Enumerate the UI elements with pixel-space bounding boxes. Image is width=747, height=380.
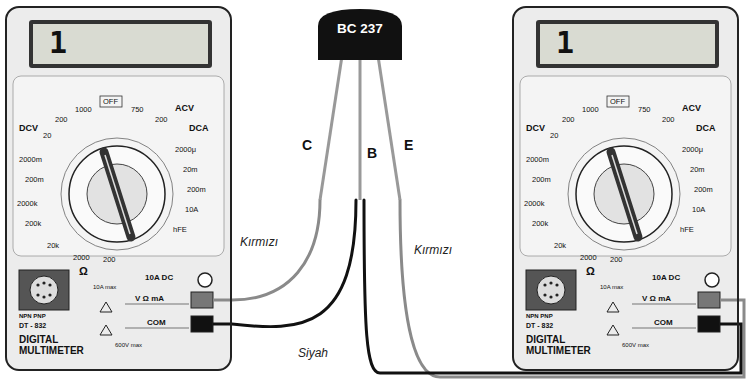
pin-name: B [367, 146, 377, 161]
dial-marking: ACV [682, 104, 701, 114]
multimeter-drawing [6, 7, 232, 370]
dial-marking: Ω [586, 265, 595, 277]
base-leg [359, 56, 362, 200]
dial-marking: 10A DC [652, 274, 680, 283]
dial-marking: 200 [662, 116, 675, 124]
dial-marking: DCV [526, 124, 545, 134]
dial-marking: 20 [550, 132, 558, 140]
dial-marking: COM [654, 319, 673, 328]
dial-marking: 10A max [93, 284, 116, 291]
test-lead [400, 200, 744, 377]
dial-marking: 20 [43, 132, 51, 140]
test-lead [364, 200, 741, 373]
dial-marking: OFF [610, 98, 625, 106]
dial-marking: 200 [103, 256, 116, 264]
dial-marking: 200 [55, 116, 68, 124]
dial-marking: 600V max [622, 342, 649, 349]
dial-marking: 200 [610, 256, 623, 264]
dial-marking: Ω [79, 265, 88, 277]
model-number: DT - 832 [526, 322, 553, 330]
dial-marking: NPN PNP [526, 313, 553, 320]
dial-marking: NPN PNP [19, 313, 46, 320]
dial-marking: 200m [532, 176, 551, 184]
dial-marking: 750 [638, 106, 651, 114]
dial-marking: 1000 [75, 106, 92, 114]
dial-marking: 2000 [580, 254, 597, 262]
dial-marking: 10A max [600, 284, 623, 291]
dial-marking: OFF [103, 98, 118, 106]
display-reading: 1 [49, 26, 67, 59]
dial-marking: 20k [554, 242, 566, 250]
dial-marking: 1000 [582, 106, 599, 114]
dial-marking: 2000μ [175, 146, 196, 154]
dial-marking: V Ω mA [135, 295, 164, 304]
pin-name: C [302, 138, 312, 153]
dial-marking: DCV [19, 124, 38, 134]
dial-marking: ACV [175, 104, 194, 114]
dial-marking: V Ω mA [642, 295, 671, 304]
pin-name: E [404, 138, 413, 153]
display-reading: 1 [556, 26, 574, 59]
lcd-display: 1 [536, 20, 719, 68]
probe-color-label: Kırmızı [412, 244, 454, 257]
model-number: DT - 832 [19, 322, 46, 330]
dial-marking: hFE [173, 226, 187, 234]
dial-marking: 2000k [17, 200, 37, 208]
test-lead [232, 200, 320, 300]
test-lead [232, 200, 356, 327]
brand-label: DIGITAL MULTIMETER [19, 334, 103, 356]
dial-marking: 600V max [115, 342, 142, 349]
dial-marking: 200m [694, 186, 713, 194]
dial-marking: 750 [131, 106, 144, 114]
multimeter-drawing [513, 7, 739, 370]
dial-marking: 20k [47, 242, 59, 250]
probe-color-label: Kırmızı [238, 236, 280, 249]
dial-marking: 2000m [526, 156, 549, 164]
dial-marking: 10A DC [145, 274, 173, 283]
lcd-display: 1 [29, 20, 212, 68]
brand-label: DIGITAL MULTIMETER [526, 334, 610, 356]
dial-marking: DCA [189, 124, 209, 134]
dial-marking: 200m [25, 176, 44, 184]
dial-marking: 200 [562, 116, 575, 124]
dial-marking: 200k [25, 220, 41, 228]
dial-marking: 2000m [19, 156, 42, 164]
dial-marking: 2000 [73, 254, 90, 262]
dial-marking: 10A [692, 206, 705, 214]
emitter-leg [378, 56, 400, 200]
dial-marking: 200 [155, 116, 168, 124]
dial-marking: COM [147, 319, 166, 328]
dial-marking: 200m [187, 186, 206, 194]
part-number: BC 237 [300, 22, 420, 37]
dial-marking: 200k [532, 220, 548, 228]
transistor-body: BC 237 [300, 6, 420, 200]
dial-marking: 2000k [524, 200, 544, 208]
dial-marking: 10A [185, 206, 198, 214]
dial-marking: hFE [680, 226, 694, 234]
dial-marking: 20m [183, 166, 198, 174]
probe-color-label: Siyah [296, 347, 330, 360]
dial-marking: 20m [690, 166, 705, 174]
dial-marking: 2000μ [682, 146, 703, 154]
collector-leg [320, 56, 342, 200]
dial-marking: DCA [696, 124, 716, 134]
